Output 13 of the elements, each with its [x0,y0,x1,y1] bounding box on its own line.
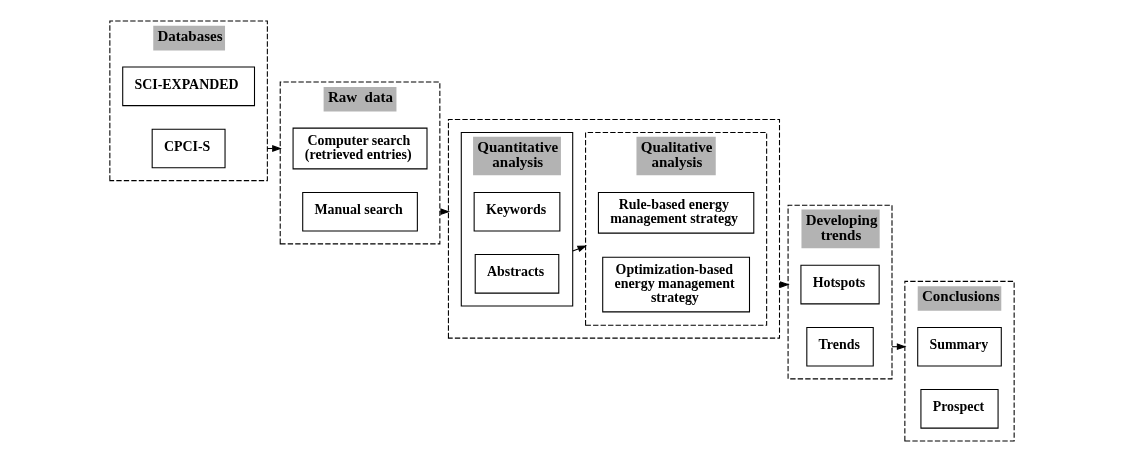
node-box: Manual search [301,191,418,232]
node-box: Summary [916,326,1002,367]
arrow [571,245,587,253]
node-box: Abstracts [474,254,559,294]
node-box: Optimization-based energy management strategy [601,256,750,313]
node-box: CPCI-S [151,128,226,169]
node-box: Trends [805,326,874,367]
node-box: Keywords [473,191,560,232]
node-box: Hotspots [799,264,880,305]
node-box: Computer search (retrieved entries) [292,127,428,170]
node-box: Rule-based energy management strategy [597,191,754,234]
node-box: Prospect [919,389,999,429]
node-box: SCI-EXPANDED [121,66,255,107]
